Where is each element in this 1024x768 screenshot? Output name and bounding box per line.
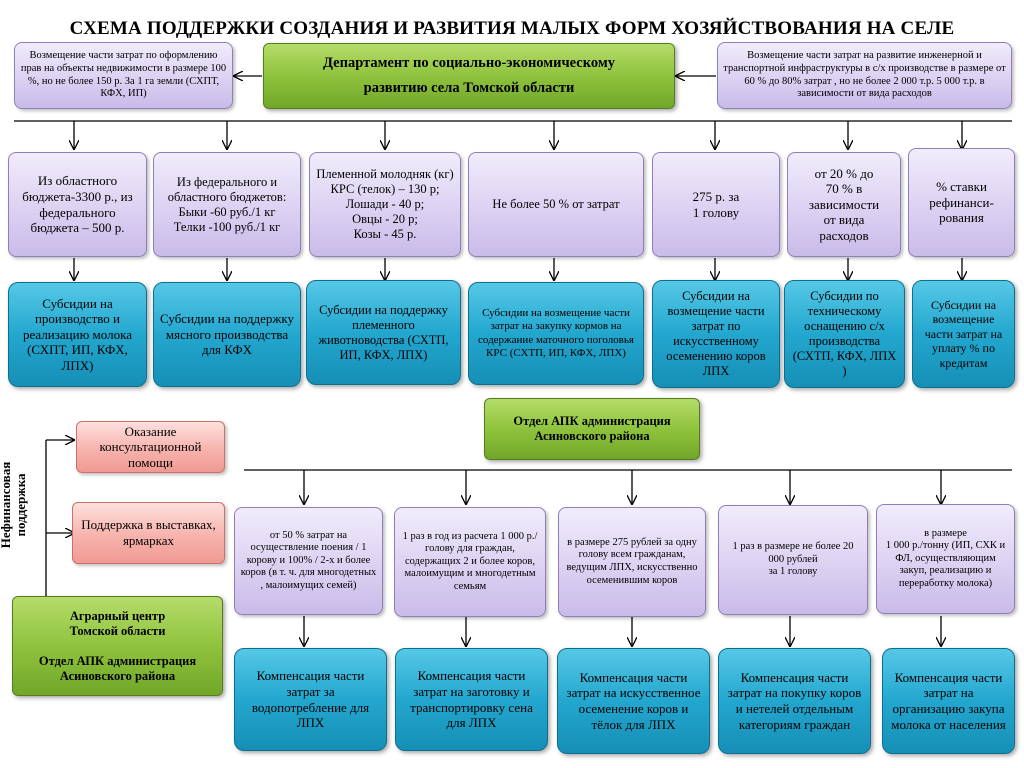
compensation-box-1: Компенсация части затрат за водопотребле…	[234, 648, 387, 751]
subsidy-box-4: Субсидии на возмещение части затрат на з…	[468, 282, 644, 385]
right-top-box: Возмещение части затрат на развитие инже…	[717, 42, 1012, 109]
condition-box-4: Не более 50 % от затрат	[468, 152, 644, 257]
subsidy-box-7: Субсидии на возмещение части затрат на у…	[912, 280, 1015, 388]
exhibitions-box: Поддержка в выставках, ярмарках	[72, 502, 225, 564]
condition-box-2: Из федерального и областного бюджетов: Б…	[153, 152, 301, 257]
compensation-box-5: Компенсация части затрат на организацию …	[882, 648, 1015, 754]
condition-box-7: % ставки рефинанси- рования	[908, 148, 1015, 257]
compensation-box-2: Компенсация части затрат на заготовку и …	[395, 648, 548, 751]
condition-box-5: 275 р. за 1 голову	[652, 152, 780, 257]
page-title: СХЕМА ПОДДЕРЖКИ СОЗДАНИЯ И РАЗВИТИЯ МАЛЫ…	[69, 18, 955, 39]
subsidy-box-5: Субсидии на возмещение части затрат по и…	[652, 280, 780, 388]
consulting-box: Оказание консультационной помощи	[76, 421, 225, 473]
bottom-condition-box-3: в размере 275 рублей за одну голову всем…	[558, 507, 706, 617]
compensation-box-4: Компенсация части затрат на покупку коро…	[718, 648, 871, 754]
subsidy-box-3: Субсидии на поддержку племенного животно…	[306, 280, 461, 385]
non-financial-support-label: Нефинансовая поддержка	[0, 461, 28, 549]
subsidy-box-2: Субсидии на поддержку мясного производст…	[153, 282, 301, 387]
left-top-box: Возмещение части затрат по оформлению пр…	[14, 42, 233, 109]
condition-box-6: от 20 % до 70 % в зависимости от вида ра…	[787, 152, 901, 257]
bottom-condition-box-2: 1 раз в год из расчета 1 000 р./голову д…	[394, 507, 546, 617]
condition-box-1: Из областного бюджета-3300 р., из федера…	[8, 152, 147, 257]
bottom-condition-box-5: в размере 1 000 р./тонну (ИП, СХК и ФЛ, …	[876, 504, 1015, 614]
bottom-condition-box-4: 1 раз в размере не более 20 000 рублей з…	[718, 505, 868, 615]
subsidy-box-6: Субсидии по техническому оснащению с/х п…	[784, 280, 905, 388]
apk-department-box: Отдел АПК администрация Асиновского райо…	[484, 398, 700, 460]
bottom-condition-box-1: от 50 % затрат на осуществление поения /…	[234, 507, 383, 615]
condition-box-3: Племенной молодняк (кг) КРС (телок) – 13…	[309, 152, 461, 257]
subsidy-box-1: Субсидии на производство и реализацию мо…	[8, 282, 147, 387]
department-box: Департамент по социально-экономическому …	[263, 43, 675, 109]
compensation-box-3: Компенсация части затрат на искусственно…	[557, 648, 710, 754]
agro-center-box: Аграрный центр Томской области Отдел АПК…	[12, 596, 223, 696]
